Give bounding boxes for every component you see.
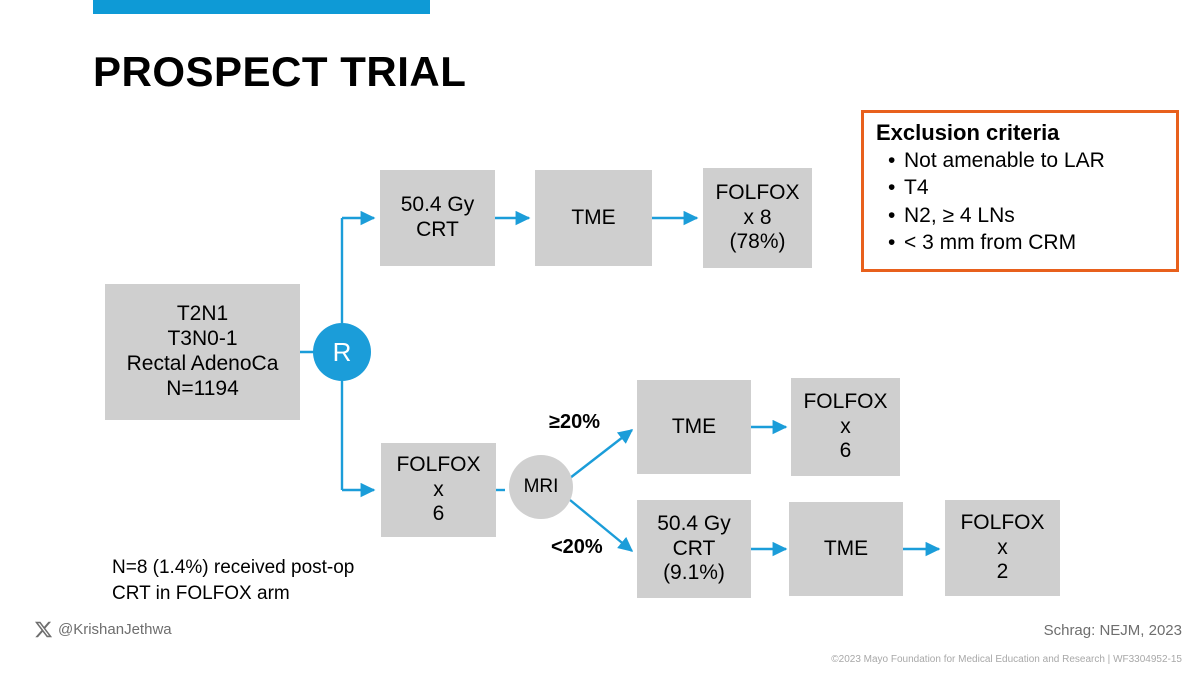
footnote-text: N=8 (1.4%) received post-op CRT in FOLFO… <box>112 557 355 604</box>
restaging-mri-circle: MRI <box>509 455 573 519</box>
node-folfox-x6-adjuvant: FOLFOX x 6 <box>791 378 900 476</box>
folfox-x8-line-1: FOLFOX <box>715 180 800 204</box>
crt-salvage-line-3: (9.1%) <box>663 561 725 585</box>
top-accent-bar <box>93 0 430 14</box>
folfox-x2-line-1: FOLFOX <box>960 510 1045 534</box>
crt-modality-line: CRT <box>416 218 459 241</box>
folfox-adjuvant-line-1: FOLFOX <box>803 389 888 413</box>
mri-label: MRI <box>523 476 559 497</box>
exclusion-item: < 3 mm from CRM <box>890 229 1166 256</box>
folfox-x8-line-2: x 8 <box>743 205 772 229</box>
exclusion-item: T4 <box>890 174 1166 201</box>
page-title: PROSPECT TRIAL <box>93 48 467 95</box>
folfox-adjuvant-line-3: 6 <box>839 439 852 463</box>
randomization-circle: R <box>313 323 371 381</box>
branch-label-lower: <20% <box>551 536 603 558</box>
randomization-label: R <box>332 336 352 367</box>
folfox-x8-line-3: (78%) <box>729 230 786 254</box>
node-folfox-x6-induction: FOLFOX x 6 <box>381 443 496 537</box>
social-handle-text: @KrishanJethwa <box>58 621 172 638</box>
exclusion-criteria-title: Exclusion criteria <box>876 120 1060 145</box>
node-crt-salvage: 50.4 Gy CRT (9.1%) <box>637 500 751 598</box>
population-line-4: N=1194 <box>166 376 239 400</box>
branch-label-upper: ≥20% <box>549 411 601 433</box>
folfox-x2-line-2: x <box>997 535 1008 559</box>
population-line-3: Rectal AdenoCa <box>126 352 279 375</box>
exclusion-criteria-list: Not amenable to LAR T4 N2, ≥ 4 LNs < 3 m… <box>876 147 1166 256</box>
node-population: T2N1 T3N0-1 Rectal AdenoCa N=1194 <box>105 284 300 420</box>
node-folfox-x2: FOLFOX x 2 <box>945 500 1060 596</box>
crt-salvage-line-1: 50.4 Gy <box>657 511 731 535</box>
node-folfox-x8: FOLFOX x 8 (78%) <box>703 168 812 268</box>
copyright-notice: ©2023 Mayo Foundation for Medical Educat… <box>831 654 1182 665</box>
crt-dose-line: 50.4 Gy <box>400 193 475 217</box>
node-tme-lower: TME <box>789 502 903 596</box>
population-line-1: T2N1 <box>176 302 229 326</box>
folfox-induction-line-1: FOLFOX <box>396 452 481 476</box>
folfox-adjuvant-line-2: x <box>840 414 851 438</box>
social-handle: @KrishanJethwa <box>34 620 172 639</box>
x-twitter-icon <box>34 621 53 638</box>
node-crt-50gy: 50.4 Gy CRT <box>380 170 495 266</box>
folfox-induction-line-3: 6 <box>432 502 445 526</box>
node-tme-mri-response: TME <box>637 380 751 474</box>
population-line-2: T3N0-1 <box>167 327 238 351</box>
folfox-x2-line-3: 2 <box>996 560 1009 584</box>
tme-lower-label: TME <box>823 536 869 560</box>
crt-salvage-line-2: CRT <box>672 536 716 560</box>
exclusion-item: Not amenable to LAR <box>890 147 1166 174</box>
node-tme-upper: TME <box>535 170 652 266</box>
source-citation: Schrag: NEJM, 2023 <box>1043 622 1182 639</box>
tme-upper-label: TME <box>571 205 616 229</box>
exclusion-criteria-box: Exclusion criteria Not amenable to LAR T… <box>861 110 1179 272</box>
tme-response-label: TME <box>671 414 717 438</box>
exclusion-item: N2, ≥ 4 LNs <box>890 202 1166 229</box>
folfox-induction-line-2: x <box>433 477 444 501</box>
